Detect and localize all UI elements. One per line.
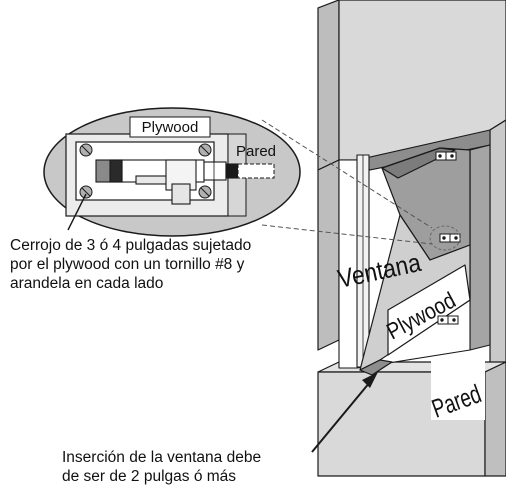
bolt-barrel xyxy=(95,159,239,205)
plywood-board xyxy=(359,147,471,376)
bolt-caption-line-3: arandela en cada lado xyxy=(10,275,164,292)
bolt-caption-line-2: por el plywood con un tornillo #8 y xyxy=(10,256,245,273)
caption-leader-line xyxy=(67,193,87,231)
insertion-arrow xyxy=(311,372,378,453)
bolt-hardware xyxy=(429,151,461,325)
screw-heads xyxy=(79,143,212,199)
bolt-caption: Cerrojo de 3 ó 4 pulgadas sujetado por e… xyxy=(10,236,251,293)
insertion-caption-line-2: de ser de 2 pulgas ó más xyxy=(62,468,237,485)
detail-leader-lines xyxy=(261,119,433,245)
insertion-caption: Inserción de la ventana debe de ser de 2… xyxy=(62,448,261,486)
bolt-extension-dashed xyxy=(237,163,275,179)
bolt-caption-line-1: Cerrojo de 3 ó 4 pulgadas sujetado xyxy=(10,237,252,254)
bolt-upper xyxy=(435,151,457,161)
bolt-detail-oval: Plywood Pared xyxy=(43,107,301,237)
insertion-caption-line-1: Inserción de la ventana debe xyxy=(62,449,262,466)
bolt-lower xyxy=(437,315,459,325)
detail-plywood-label: Plywood xyxy=(142,119,199,136)
bolt-middle xyxy=(439,233,461,243)
detail-wall-label: Pared xyxy=(236,143,276,160)
wall-label-box: Pared xyxy=(428,360,485,424)
